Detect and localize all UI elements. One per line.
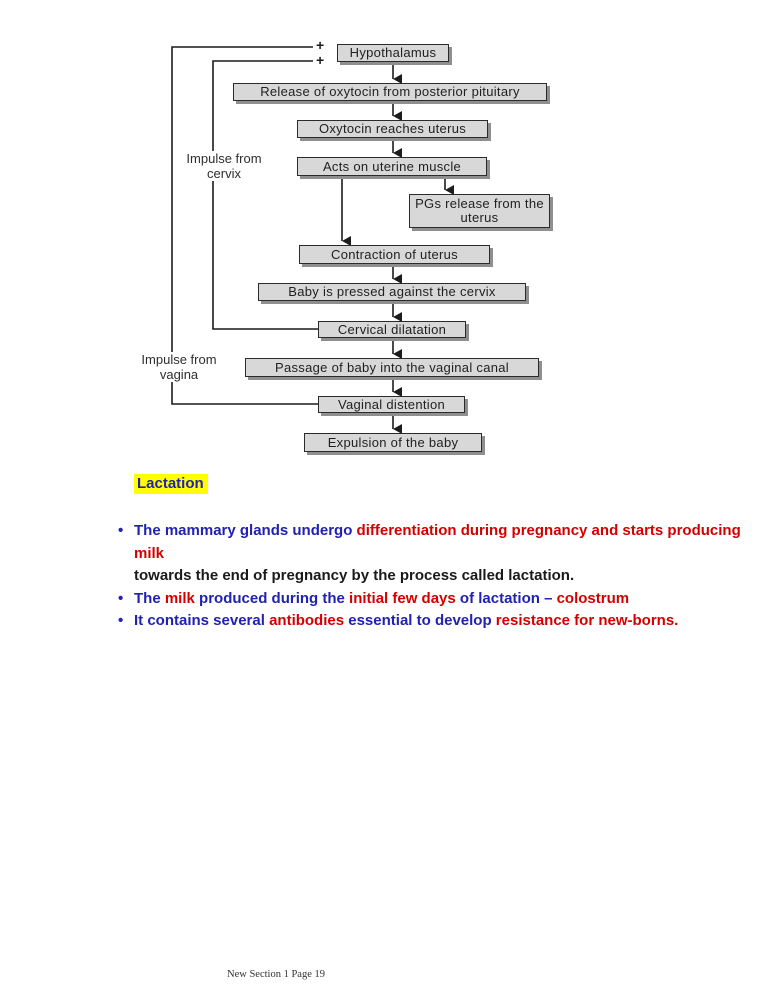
label-impulse-from-cervix-line2: cervix [207,166,241,181]
flowchart-box-acts-on-uterine-muscle: Acts on uterine muscle [297,157,487,176]
label-impulse-from-vagina: Impulse from vagina [130,352,228,382]
bullet3-seg-resistance: resistance for new-borns. [495,612,679,629]
bullet1-text-milk: milk [134,544,165,562]
lactation-heading: Lactation [134,474,208,494]
flowchart-box-cervical-dilatation: Cervical dilatation [318,321,466,338]
label-impulse-from-vagina-line2: vagina [159,367,199,382]
bullet1-text-towards: towards the end of pregnancy by the proc… [134,567,575,584]
label-impulse-from-vagina-line1: Impulse from [141,352,217,367]
flowchart-box-pgs-release: PGs release from the uterus [409,194,550,228]
bullet2-seg-of-lactation: of lactation – [455,589,557,607]
bullet2-seg-colostrum: colostrum [556,589,630,607]
bullet-mammary-glands: The mammary glands undergo differentiati… [112,520,762,588]
bullet3-seg-contains: It contains several [134,612,270,629]
plus-sign-bottom: + [316,52,325,68]
bullet1-text-red: differentiation during pregnancy and sta… [356,522,741,539]
bullet1-text-blue: The mammary glands undergo [134,522,357,539]
bullet2-seg-milk: milk [164,589,195,607]
flowchart-box-hypothalamus: Hypothalamus [337,44,449,62]
bullet2-seg-produced: produced during the [194,589,350,607]
flowchart-box-passage-of-baby: Passage of baby into the vaginal canal [245,358,539,377]
flowchart-box-release-oxytocin: Release of oxytocin from posterior pitui… [233,83,547,101]
flowchart-box-expulsion-of-baby: Expulsion of the baby [304,433,482,452]
label-impulse-from-cervix-line1: Impulse from [186,151,262,166]
bullet-colostrum: The milk produced during the initial few… [112,588,762,611]
bullet2-seg-initial: initial few days [349,589,456,607]
bullet2-seg-the: The [134,589,165,607]
bullet3-seg-antibodies: antibodies [269,612,345,629]
lactation-bullet-list: The mammary glands undergo differentiati… [112,520,762,633]
flowchart-box-vaginal-distention: Vaginal distention [318,396,465,413]
lactation-notes-section: Lactation The mammary glands undergo dif… [112,474,762,633]
flowchart-box-oxytocin-reaches-uterus: Oxytocin reaches uterus [297,120,488,138]
page-footer: New Section 1 Page 19 [227,969,325,980]
label-impulse-from-cervix: Impulse from cervix [176,151,272,181]
flowchart-box-baby-pressed: Baby is pressed against the cervix [258,283,526,301]
bullet-antibodies: It contains several antibodies essential… [112,610,762,633]
plus-sign-top: + [316,37,325,53]
parturition-flowchart: + + Hypothalamus Release of oxytocin fro… [0,0,765,470]
bullet3-seg-essential: essential to develop [344,612,496,629]
flowchart-box-contraction-of-uterus: Contraction of uterus [299,245,490,264]
